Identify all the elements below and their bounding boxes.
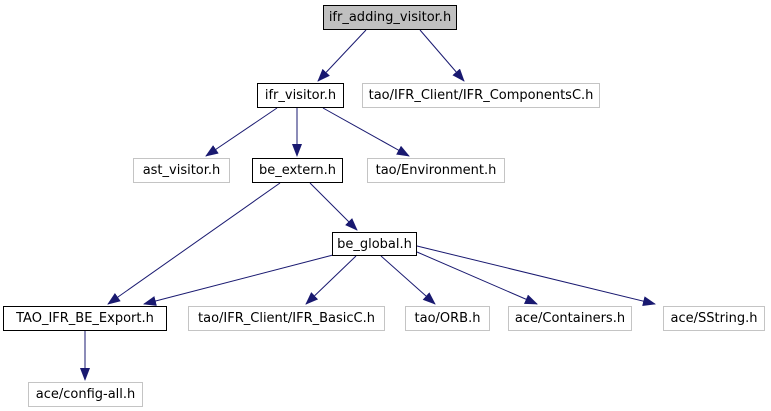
graph-node-be-global-h[interactable]: be_global.h bbox=[332, 232, 417, 256]
graph-node-ifr-visitor-h[interactable]: ifr_visitor.h bbox=[257, 83, 344, 108]
edge-be_global_h-to-orb_h bbox=[380, 255, 436, 305]
edge-ifr_visitor_h-to-ast_visitor_h bbox=[205, 107, 278, 157]
graph-node-tao-environment-h: tao/Environment.h bbox=[367, 158, 505, 183]
graph-node-ace-config-all-h: ace/config-all.h bbox=[28, 382, 143, 407]
graph-node-ifr-basicc-h: tao/IFR_Client/IFR_BasicC.h bbox=[188, 306, 385, 331]
graph-node-ast-visitor-h: ast_visitor.h bbox=[133, 158, 230, 183]
edge-be_global_h-to-containers_h bbox=[416, 251, 538, 305]
graph-node-ifr-componentsc-h: tao/IFR_Client/IFR_ComponentsC.h bbox=[362, 83, 600, 108]
graph-node-tao-ifr-be-export-h[interactable]: TAO_IFR_BE_Export.h bbox=[3, 306, 167, 331]
edge-ifr_adding_visitor_h-to-ifr_componentsc_h bbox=[419, 29, 465, 82]
graph-node-ifr-adding-visitor-h: ifr_adding_visitor.h bbox=[323, 5, 457, 30]
graph-node-tao-orb-h: tao/ORB.h bbox=[405, 306, 490, 331]
graph-node-ace-sstring-h: ace/SString.h bbox=[663, 306, 765, 331]
graph-node-ace-containers-h: ace/Containers.h bbox=[508, 306, 632, 331]
edge-be_extern_h-to-tao_ifr_be_export_h bbox=[107, 182, 281, 305]
edge-ifr_visitor_h-to-environment_h bbox=[322, 107, 410, 157]
edge-be_global_h-to-ifr_basicc_h bbox=[305, 255, 357, 305]
edge-be_global_h-to-sstring_h bbox=[416, 245, 656, 307]
edge-be_global_h-to-tao_ifr_be_export_h bbox=[143, 254, 334, 306]
graph-node-be-extern-h[interactable]: be_extern.h bbox=[252, 158, 343, 183]
edge-be_extern_h-to-be_global_h bbox=[309, 182, 358, 231]
edge-ifr_adding_visitor_h-to-ifr_visitor_h bbox=[317, 29, 367, 82]
